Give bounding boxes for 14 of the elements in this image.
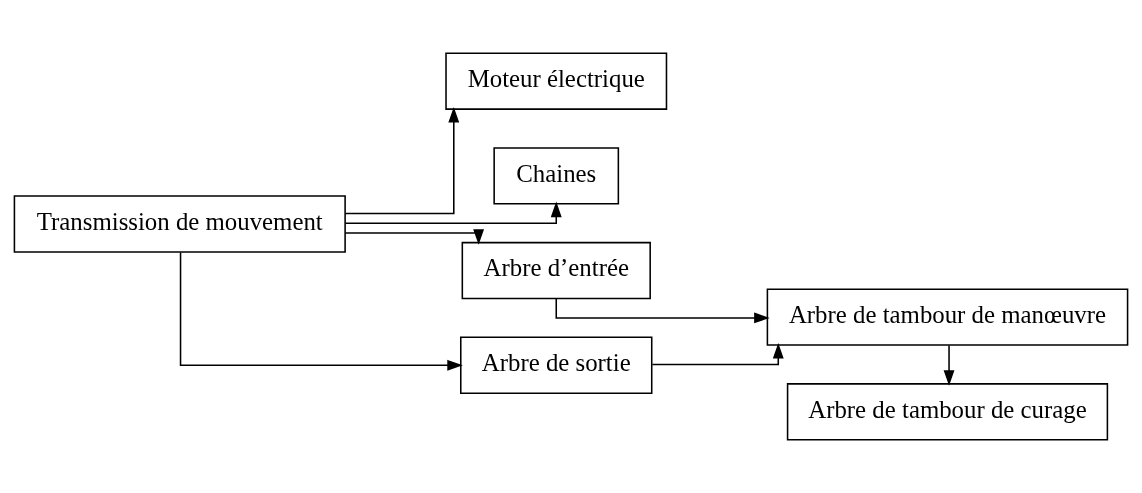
node-box: Arbre de sortie: [460, 336, 653, 394]
arrow: [651, 342, 784, 366]
node-box: Transmission de mouvement: [13, 195, 346, 253]
arrow: [344, 201, 562, 224]
arrow: [179, 251, 463, 371]
arrow: [344, 229, 485, 245]
arrow: [344, 106, 460, 215]
arrow: [555, 297, 770, 324]
arrow: [943, 344, 955, 386]
node-box: Chaines: [493, 147, 620, 205]
node-box: Arbre de tambour de manœuvre: [766, 288, 1129, 346]
node-box: Moteur électrique: [445, 52, 668, 110]
node-box: Arbre de tambour de curage: [786, 383, 1109, 441]
node-box: Arbre d’entrée: [461, 241, 651, 300]
